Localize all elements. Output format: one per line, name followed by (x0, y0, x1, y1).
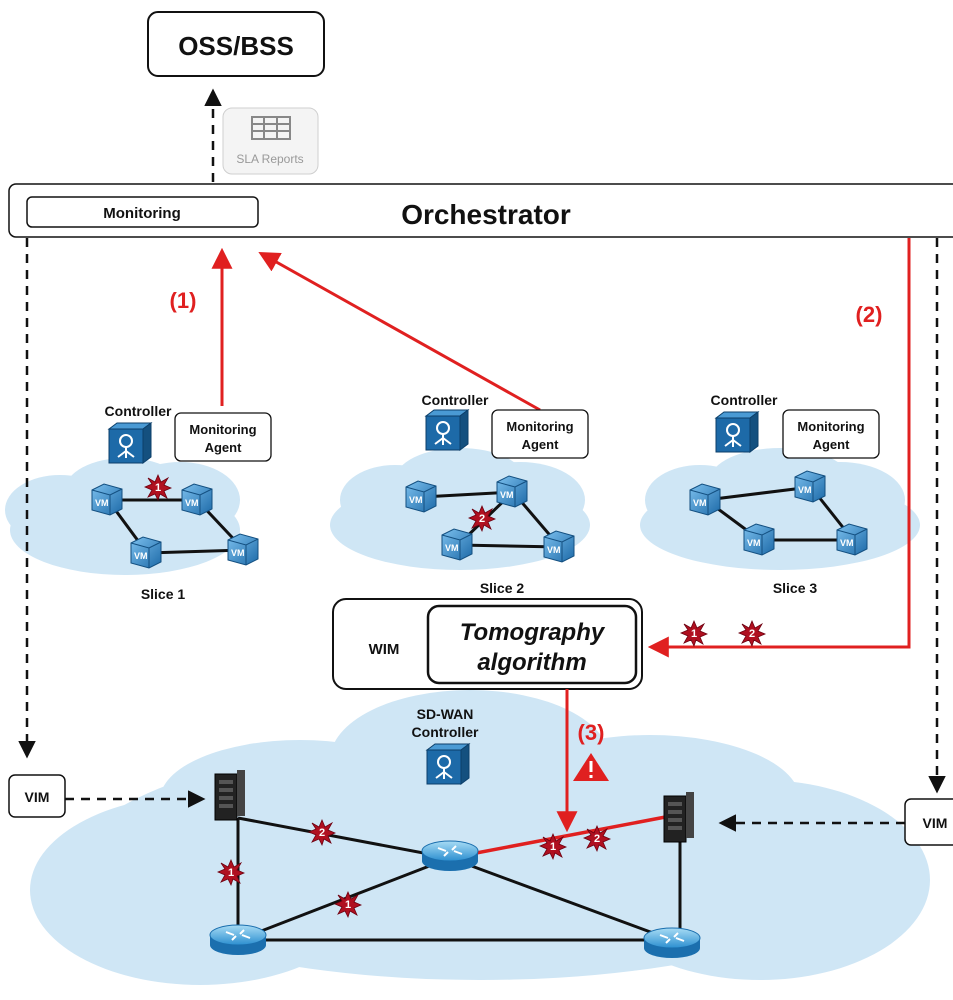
wim-fault-number-1: 1 (691, 628, 697, 640)
wim-fault-number-2: 2 (749, 628, 755, 640)
oss-bss-label: OSS/BSS (178, 31, 294, 61)
svg-text:VM: VM (747, 538, 761, 548)
wan-fault-number-d: 1 (550, 841, 556, 853)
svg-text:VM: VM (445, 543, 459, 553)
slice2-agent-line2: Agent (522, 437, 560, 452)
slice2-fault-number: 2 (479, 513, 485, 525)
faulty-wan-link (449, 813, 677, 860)
slice3-vm-labels: VM VM VM VM (693, 485, 854, 548)
vim-left-label: VIM (25, 789, 50, 805)
slice3-cloud (640, 448, 920, 570)
agent2-arrow (258, 251, 541, 412)
router-center-icon (421, 840, 479, 872)
step2-label: (2) (856, 302, 883, 327)
monitoring-label: Monitoring (103, 205, 180, 222)
svg-text:VM: VM (95, 498, 109, 508)
slice1-controller-icon (108, 422, 152, 464)
slice1-cloud (5, 458, 240, 575)
svg-text:VM: VM (185, 498, 199, 508)
tomography-line2: algorithm (477, 649, 586, 676)
slice2-controller-icon (425, 409, 469, 451)
router-right-icon (643, 927, 701, 959)
wan-fault-number-c: 1 (345, 899, 351, 911)
slice3-controller-icon (715, 411, 759, 453)
svg-text:VM: VM (840, 538, 854, 548)
wan-fault-number-b: 1 (228, 867, 234, 879)
svg-text:VM: VM (134, 551, 148, 561)
sdwan-label-line2: Controller (412, 724, 479, 740)
slice1-fault-number: 1 (155, 482, 161, 494)
sdwan-controller-icon (426, 743, 470, 785)
monitoring-box (26, 196, 259, 228)
server-left-icon (214, 769, 246, 821)
wan-fault-number-a: 2 (319, 827, 325, 839)
sla-reports-icon: SLA Reports (222, 107, 319, 175)
vim-right-label: VIM (923, 815, 948, 831)
wan-fault-number-e: 2 (594, 833, 600, 845)
orchestrator-to-wim-arrow (647, 238, 911, 658)
slice3-controller-label: Controller (711, 392, 778, 408)
slice2-agent-line1: Monitoring (506, 419, 573, 434)
svg-text:VM: VM (409, 495, 423, 505)
slice3-agent-line1: Monitoring (797, 419, 864, 434)
router-left-icon (209, 924, 267, 956)
warning-icon (573, 753, 609, 781)
orchestrator-title: Orchestrator (401, 199, 571, 230)
slice2-controller-label: Controller (422, 392, 489, 408)
sdwan-label-line1: SD-WAN (417, 706, 474, 722)
tomography-box (426, 604, 638, 685)
wim-label: WIM (369, 641, 400, 658)
slice3-agent-line2: Agent (813, 437, 851, 452)
slice2-vm-labels: VM VM VM VM (409, 490, 561, 555)
sla-reports-label: SLA Reports (236, 152, 303, 166)
svg-text:VM: VM (798, 485, 812, 495)
svg-text:VM: VM (547, 545, 561, 555)
svg-text:VM: VM (231, 548, 245, 558)
slice2-label: Slice 2 (480, 580, 525, 596)
slice3-label: Slice 3 (773, 580, 818, 596)
step3-label: (3) (578, 720, 605, 745)
slice1-label: Slice 1 (141, 586, 186, 602)
server-right-icon (663, 791, 695, 843)
svg-text:VM: VM (500, 490, 514, 500)
slice1-agent-line2: Agent (205, 440, 243, 455)
slice1-controller-label: Controller (105, 403, 172, 419)
step1-label: (1) (170, 288, 197, 313)
slice1-agent-line1: Monitoring (189, 422, 256, 437)
svg-text:VM: VM (693, 498, 707, 508)
tomography-line1: Tomography (460, 619, 606, 646)
slice1-vm-labels: VM VM VM VM (95, 498, 245, 561)
vim-left-box (8, 774, 66, 818)
oss-bss-box (147, 11, 325, 77)
